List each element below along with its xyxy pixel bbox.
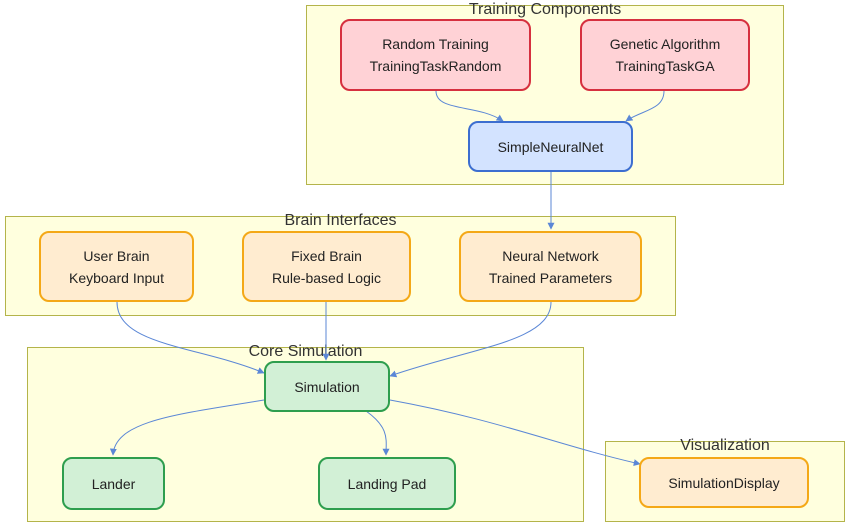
node-genetic-algorithm-title: Genetic Algorithm <box>609 36 721 52</box>
cluster-title-visual: Visualization <box>680 437 770 454</box>
node-random-training-class: TrainingTaskRandom <box>369 58 502 74</box>
node-neural-network-detail: Trained Parameters <box>488 269 613 286</box>
cluster-title-brain: Brain Interfaces <box>284 212 397 229</box>
cluster-title-core: Core Simulation <box>248 343 363 360</box>
node-lander: Lander <box>62 457 165 510</box>
node-simulation-display-label: SimulationDisplay <box>668 474 780 491</box>
node-random-training: Random Training TrainingTaskRandom <box>340 19 531 91</box>
node-fixed-brain-title: Fixed Brain <box>291 247 362 264</box>
node-simple-neural-net: SimpleNeuralNet <box>468 121 633 172</box>
node-genetic-algorithm-class: TrainingTaskGA <box>615 58 715 74</box>
node-simple-neural-net-label: SimpleNeuralNet <box>497 138 604 155</box>
node-landing-pad: Landing Pad <box>318 457 456 510</box>
node-neural-network: Neural Network Trained Parameters <box>459 231 642 302</box>
node-fixed-brain-detail: Rule-based Logic <box>272 269 381 286</box>
node-simulation: Simulation <box>264 361 390 412</box>
node-random-training-title: Random Training <box>382 36 489 52</box>
node-landing-pad-label: Landing Pad <box>347 475 427 492</box>
node-lander-label: Lander <box>91 475 136 492</box>
node-neural-network-title: Neural Network <box>502 247 599 264</box>
node-simulation-label: Simulation <box>294 378 360 395</box>
node-user-brain: User Brain Keyboard Input <box>39 231 194 302</box>
node-genetic-algorithm: Genetic Algorithm TrainingTaskGA <box>580 19 750 91</box>
node-fixed-brain: Fixed Brain Rule-based Logic <box>242 231 411 302</box>
node-simulation-display: SimulationDisplay <box>639 457 809 508</box>
node-user-brain-detail: Keyboard Input <box>69 269 164 286</box>
cluster-title-training: Training Components <box>468 1 622 18</box>
node-user-brain-title: User Brain <box>83 247 150 264</box>
